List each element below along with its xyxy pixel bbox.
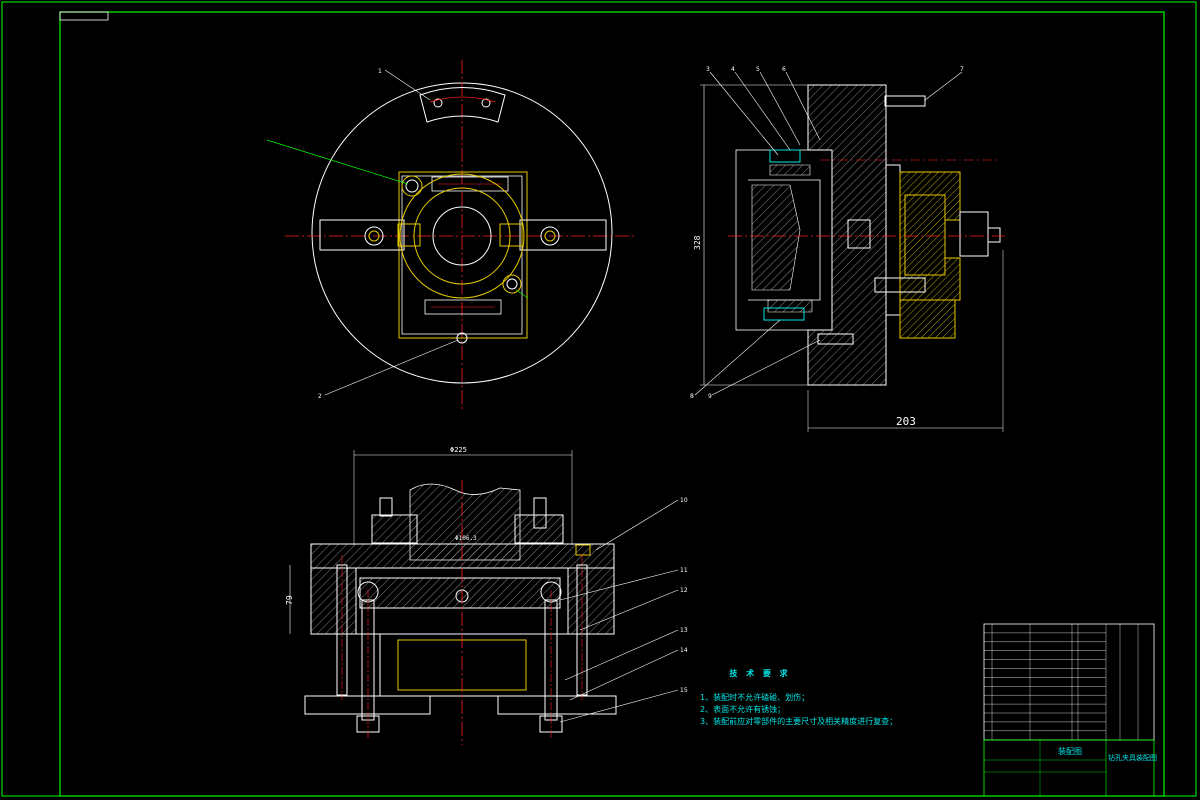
drawing-name: 装配图 [1058, 746, 1082, 756]
drawing-title: 钻孔夹具装配图 [1108, 753, 1157, 762]
callout-8: 8 [690, 393, 694, 400]
note-item-3: 3、装配前应对零部件的主要尺寸及相关精度进行复查； [700, 717, 898, 726]
callout-3: 3 [706, 66, 710, 73]
title-block: 装配图 钻孔夹具装配图 [983, 623, 1157, 797]
front-view: Φ225 Φ106.3 [285, 446, 688, 745]
code-box [59, 11, 109, 21]
dim-side-height: 328 [693, 235, 702, 250]
dim-side-width: 203 [896, 415, 916, 428]
callout-10: 10 [680, 497, 688, 504]
callout-13: 13 [680, 627, 688, 634]
callout-14: 14 [680, 647, 688, 654]
note-item-2: 2、表面不允许有锈蚀； [700, 705, 786, 714]
callout-4: 4 [731, 66, 735, 73]
dim-front-height: 79 [285, 595, 294, 605]
callout-2: 2 [318, 393, 322, 400]
callout-15: 15 [680, 687, 688, 694]
callout-7: 7 [960, 66, 964, 73]
callout-11: 11 [680, 567, 688, 574]
callout-6: 6 [782, 66, 786, 73]
side-view: 328 203 3 4 5 6 7 8 9 [690, 66, 1005, 432]
callout-5: 5 [756, 66, 760, 73]
notes-heading: 技 术 要 求 [729, 669, 791, 678]
inner-frame [59, 11, 1165, 797]
dim-front-dia: Φ225 [450, 446, 467, 454]
note-item-1: 1、装配时不允许磕碰、划伤； [700, 693, 810, 702]
callout-9: 9 [708, 393, 712, 400]
top-view: 1 2 [266, 60, 635, 410]
callout-12: 12 [680, 587, 688, 594]
callout-1: 1 [378, 68, 382, 75]
technical-requirements: 技 术 要 求 1、装配时不允许磕碰、划伤； 2、表面不允许有锈蚀； 3、装配前… [700, 668, 897, 728]
dim-front-bore: Φ106.3 [455, 535, 477, 542]
